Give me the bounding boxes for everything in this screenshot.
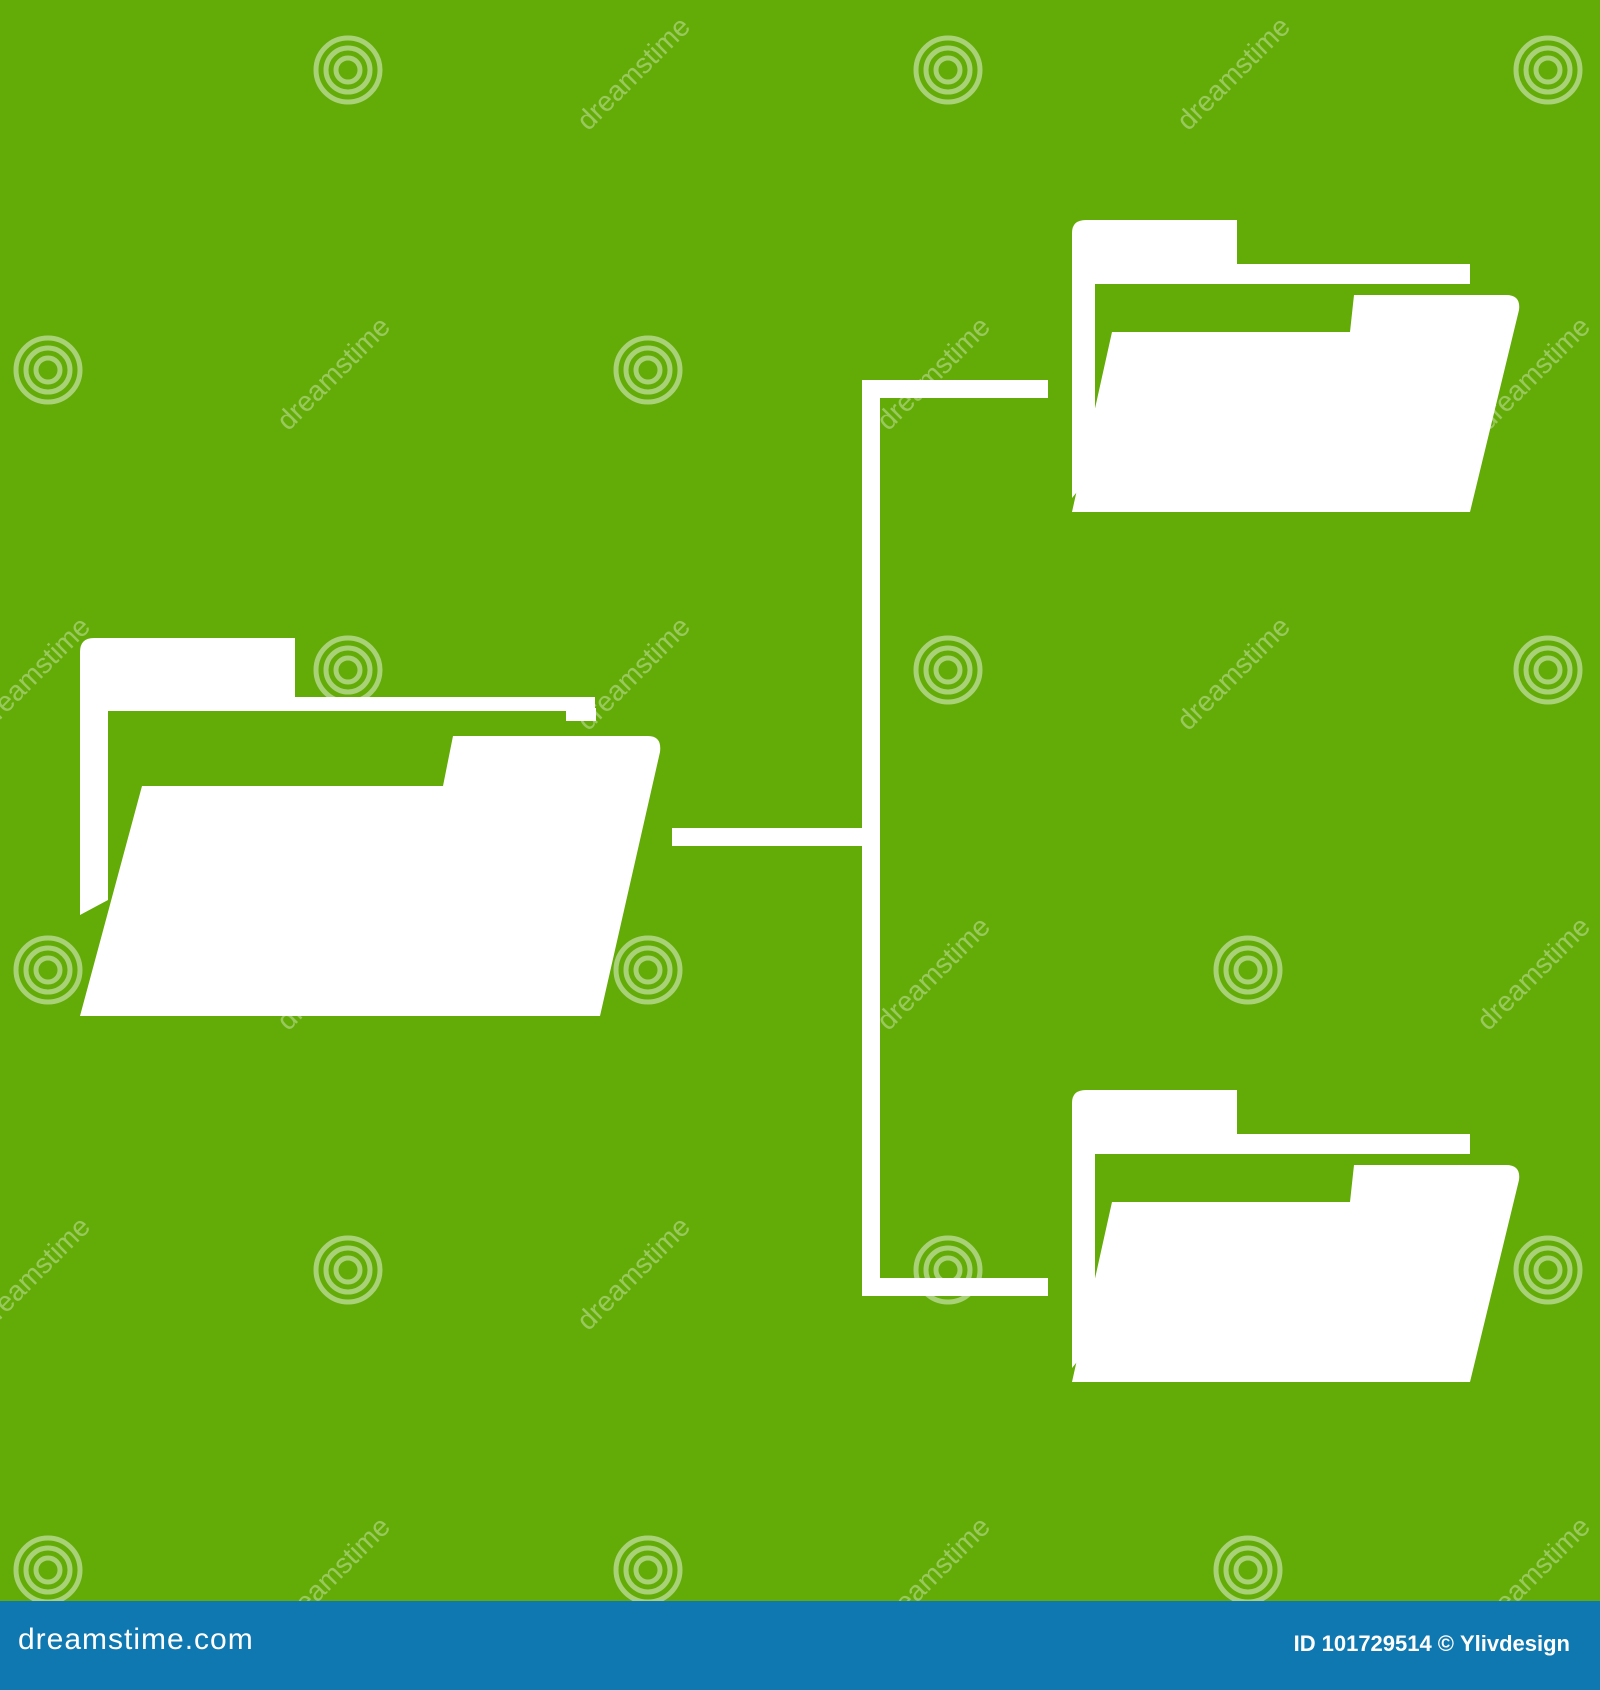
watermark-spiral-icon: [13, 1535, 83, 1601]
footer-site-name[interactable]: dreamstime.com: [18, 1623, 254, 1656]
watermark-spiral-icon: [13, 935, 83, 1005]
folder-icon-child-bottom: [1072, 1090, 1520, 1382]
hierarchy-connector: [672, 380, 1048, 1296]
copyright-icon: ©: [1437, 1631, 1454, 1656]
id-number: 101729514: [1321, 1631, 1432, 1656]
watermark-spiral-icon: [1513, 35, 1583, 105]
watermark-spiral-icon: [13, 335, 83, 405]
watermark-spiral-icon: [313, 35, 383, 105]
watermark-spiral-icon: [913, 635, 983, 705]
watermark-spiral-icon: [1513, 635, 1583, 705]
watermark-spiral-icon: [1213, 935, 1283, 1005]
watermark-spiral-icon: [1513, 1235, 1583, 1305]
author-name: Ylivdesign: [1459, 1631, 1570, 1656]
watermark-spiral-icon: [913, 35, 983, 105]
watermark-spiral-icon: [613, 335, 683, 405]
watermark-spiral-icon: [1213, 1535, 1283, 1601]
watermark-spiral-icon: [313, 1235, 383, 1305]
watermark-spiral-icon: [613, 935, 683, 1005]
watermark-spiral-icon: [613, 1535, 683, 1601]
folder-icon-child-top: [1072, 220, 1520, 512]
folder-icon-parent: [80, 638, 661, 1016]
id-prefix: ID: [1293, 1631, 1316, 1656]
